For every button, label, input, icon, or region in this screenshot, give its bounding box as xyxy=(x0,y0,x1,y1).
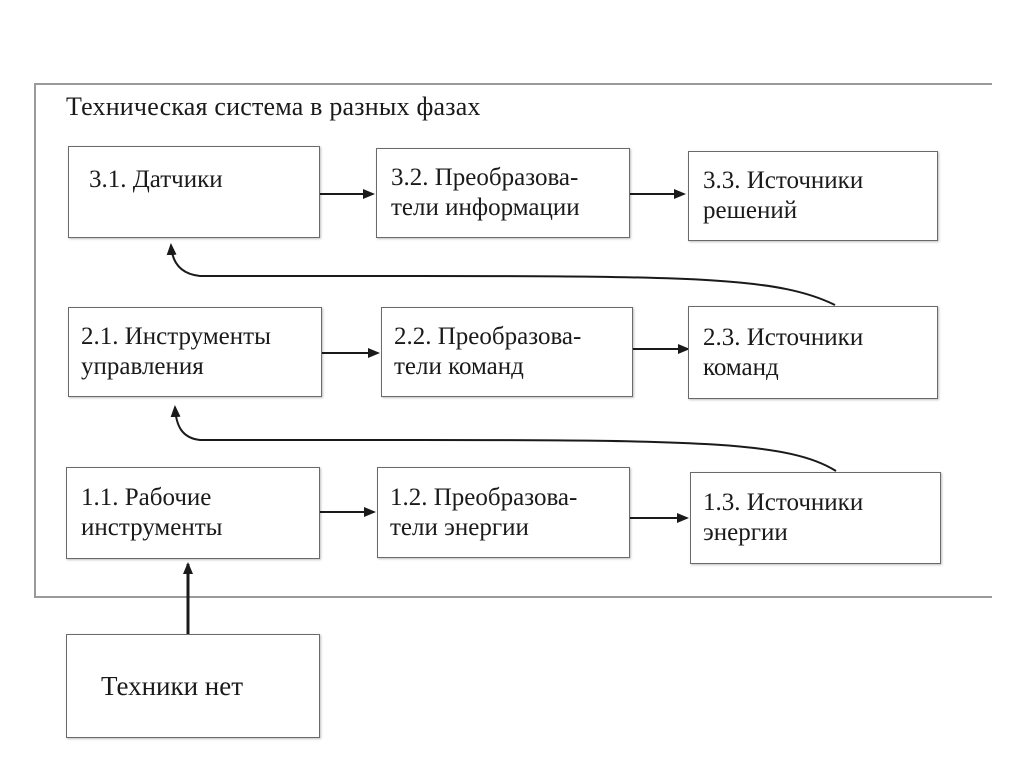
system-frame xyxy=(34,83,992,598)
box-2-2-command-converters: 2.2. Преобразова- тели команд xyxy=(381,307,633,397)
arrow-2-3-to-3-1 xyxy=(166,243,836,306)
box-3-3-decision-sources: 3.3. Источники решений xyxy=(688,151,938,241)
box-1-1-line-2: инструменты xyxy=(81,514,223,541)
box-3-1-line-1: 3.1. Датчики xyxy=(89,166,223,193)
box-no-technology-label: Техники нет xyxy=(101,671,244,701)
box-3-2-info-converters: 3.2. Преобразова- тели информации xyxy=(376,148,630,238)
box-1-3-energy-sources: 1.3. Источники энергии xyxy=(690,472,941,564)
box-1-1-line-1: 1.1. Рабочие xyxy=(81,484,212,511)
box-2-1-line-2: управления xyxy=(81,353,204,380)
box-2-1-line-1: 2.1. Инструменты xyxy=(81,323,271,350)
box-3-3-line-2: решений xyxy=(703,197,798,224)
box-1-2-line-1: 1.2. Преобразова- xyxy=(390,483,578,511)
box-2-2-line-1: 2.2. Преобразова- xyxy=(394,323,582,350)
box-1-1-working-tools: 1.1. Рабочие инструменты xyxy=(66,467,320,559)
box-3-2-line-1: 3.2. Преобразова- xyxy=(391,164,579,191)
box-1-2-energy-converters: 1.2. Преобразова- тели энергии xyxy=(377,467,630,558)
box-1-3-line-2: энергии xyxy=(703,519,788,546)
box-no-technology: Техники нет xyxy=(66,634,320,738)
box-2-3-command-sources: 2.3. Источники команд xyxy=(688,306,938,399)
box-2-2-line-2: тели команд xyxy=(394,353,524,380)
box-2-3-line-2: команд xyxy=(703,353,779,381)
diagram-title: Техническая система в разных фазах xyxy=(66,92,481,121)
arrow-1-3-to-2-1 xyxy=(170,405,837,472)
box-3-2-line-2: тели информации xyxy=(391,194,580,221)
box-1-3-line-1: 1.3. Источники xyxy=(703,489,864,516)
box-1-2-line-2: тели энергии xyxy=(390,513,529,541)
box-3-3-line-1: 3.3. Источники xyxy=(703,167,864,194)
box-2-3-line-1: 2.3. Источники xyxy=(703,323,864,351)
box-2-1-control-tools: 2.1. Инструменты управления xyxy=(68,307,322,397)
box-3-1-sensors: 3.1. Датчики xyxy=(68,146,320,238)
